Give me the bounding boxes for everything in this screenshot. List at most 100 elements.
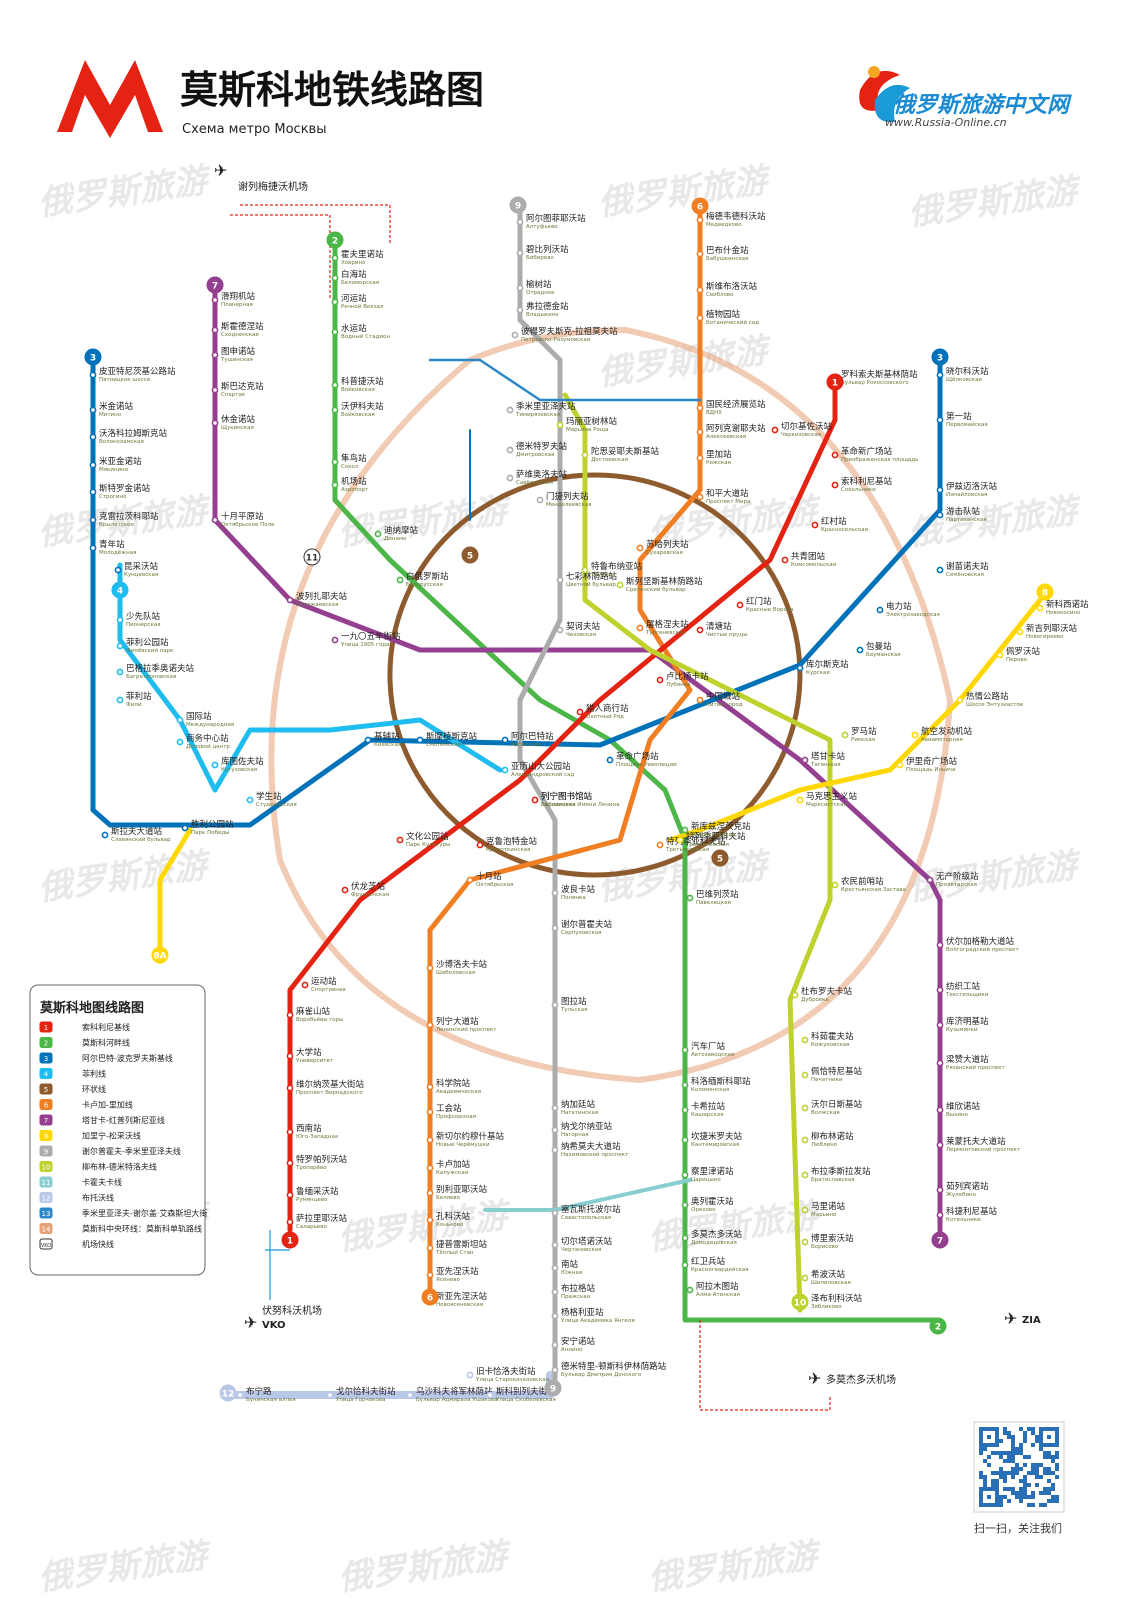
station-l4-8[interactable]: 亚历山大公园站Александровский сад — [501, 761, 575, 778]
station-l1-5[interactable]: 共青团站Комсомольская — [781, 551, 836, 568]
station-l2s-0[interactable]: 新库兹涅茨克站Новокузнецкая — [681, 821, 751, 838]
station-l9-14[interactable]: 图拉站Тульская — [551, 996, 587, 1013]
station-l9-21[interactable]: 布拉格站Пражская — [551, 1283, 596, 1300]
station-l1-7[interactable]: 清塘站Чистые пруды — [696, 621, 748, 638]
station-l6-11[interactable]: 特列季亚科夫站Третьяковская — [656, 836, 726, 853]
station-l3-6[interactable]: 青年站Молодёжная — [89, 539, 136, 556]
station-l3-14[interactable]: 库尔斯克站Курская — [796, 659, 849, 676]
station-l9-12[interactable]: 波良卡站Полянка — [551, 884, 596, 901]
station-l1-8[interactable]: 卢比扬卡站Лубянка — [656, 671, 709, 688]
station-l9-22[interactable]: 杨格利亚站Улица Академика Янгеля — [551, 1307, 635, 1324]
station-l7-6[interactable]: 波列扎耶夫站Полежаевская — [286, 591, 348, 608]
station-l2s-8[interactable]: 多莫杰多沃站Домодедовская — [681, 1229, 743, 1246]
station-l4-6[interactable]: 库图佐夫站Кутузовская — [211, 756, 264, 773]
station-l1-11[interactable]: 克鲁泡特金站Кропоткинская — [476, 836, 538, 853]
station-l6-4[interactable]: 国民经济展览站ВДНХ — [696, 399, 766, 416]
station-l8-0[interactable]: 新科西诺站Новокосино — [1036, 599, 1089, 616]
station-l8-6[interactable]: 马克思主义站Марксистская — [796, 791, 858, 808]
station-l2s-10[interactable]: 阿拉木图站Алма-Атинская — [686, 1281, 740, 1298]
station-l9-17[interactable]: 纳希莫夫大道站Нахимовский проспект — [551, 1141, 629, 1158]
station-l7s-1[interactable]: 无产阶级站Пролетарская — [926, 871, 979, 888]
station-l7-3[interactable]: 斯巴达克站Спартак — [211, 381, 264, 398]
station-l9-19[interactable]: 切尔塔诺沃站Чертановская — [551, 1236, 613, 1253]
station-l6-21[interactable]: 捷普雷斯坦站Тёплый Стан — [426, 1239, 488, 1256]
station-l8-1[interactable]: 新吉列耶沃站Новогиреево — [1016, 623, 1078, 640]
station-l6-19[interactable]: 别利亚耶沃站Беляево — [426, 1184, 488, 1201]
station-l2-2[interactable]: 河运站Речной Вокзал — [331, 293, 384, 310]
station-l1-17[interactable]: 维尔纳茨基大街站Проспект Вернадского — [286, 1079, 365, 1096]
station-l9-16[interactable]: 纳戈尔纳亚站Нагорная — [551, 1121, 613, 1138]
station-l9-13[interactable]: 谢尔普霍夫站Серпуховская — [551, 919, 613, 936]
station-l6-16[interactable]: 工会站Профсоюзная — [426, 1103, 476, 1120]
station-l1-0[interactable]: 罗科索夫斯基林荫站Бульвар Рокоссовского — [831, 369, 918, 386]
station-l10-13[interactable]: 博里索沃站Борисово — [801, 1233, 854, 1250]
station-l4-2[interactable]: 巴格拉季奥诺夫站Багратионовская — [116, 663, 195, 680]
station-l6-10[interactable]: 中国城站Китай-город — [696, 691, 743, 708]
station-l7s-7[interactable]: 莱蒙托夫大道站Лермонтовский проспект — [936, 1136, 1021, 1153]
station-l7s-8[interactable]: 茹列宾诺站Жулебино — [936, 1181, 989, 1198]
station-l1-12[interactable]: 文化公园站Парк Культуры — [396, 831, 450, 848]
station-l7s-3[interactable]: 纺织工站Текстильщики — [936, 981, 989, 998]
station-l7-4[interactable]: 休金诺站Щукинская — [211, 414, 256, 431]
station-l1-21[interactable]: 萨拉里耶沃站Саларьево — [286, 1213, 348, 1230]
station-l10-11[interactable]: 布拉季斯拉发站Братиславская — [801, 1166, 871, 1183]
station-l7s-6[interactable]: 维欣诺站Выхино — [936, 1101, 981, 1118]
station-l4-1[interactable]: 菲利公园站Филёвский парк — [116, 637, 174, 654]
station-l1-15[interactable]: 麻雀山站Воробьёвы горы — [286, 1006, 343, 1023]
station-l6-7[interactable]: 和平大道站Проспект Мира — [696, 488, 750, 505]
station-l6-0[interactable]: 梅德韦德科沃站Медведково — [696, 211, 766, 228]
station-l6-9[interactable]: 屠格涅夫站Тургеневская — [636, 619, 689, 636]
station-l7s-9[interactable]: 科捷利尼基站Котельники — [936, 1206, 998, 1223]
station-l6-3[interactable]: 植物园站Ботанический сад — [696, 309, 759, 326]
station-l3-9[interactable]: 胜利公园站Парк Победы — [181, 819, 234, 836]
station-l12-3[interactable]: 斯科别列夫街站Улица Скобелевская — [486, 1386, 556, 1403]
station-l2-5[interactable]: 沃伊科夫站Войковская — [331, 401, 384, 418]
station-l3-19[interactable]: 伊兹迈洛沃站Измайловская — [936, 481, 998, 498]
station-l6-8[interactable]: 苏哈列夫站Сухаревская — [636, 539, 689, 556]
station-l2s-4[interactable]: 卡希拉站Каширская — [681, 1101, 726, 1118]
station-l4-3[interactable]: 菲利站Фили — [116, 691, 152, 708]
station-l9-6[interactable]: 德米特罗夫站Дмитровская — [506, 441, 568, 458]
station-l9-18[interactable]: 塞瓦斯托波尔站Севастопольская — [551, 1204, 621, 1221]
station-l2s-9[interactable]: 红卫兵站Красногвардейская — [681, 1256, 749, 1273]
station-l6-1[interactable]: 巴布什金站Бабушкинская — [696, 245, 749, 262]
station-l3-18[interactable]: 游击队站Партизанская — [936, 506, 987, 523]
station-l6-20[interactable]: 孔科沃站Коньково — [426, 1211, 471, 1228]
station-l9-7[interactable]: 萨维奥洛夫站Савёловская — [506, 469, 568, 486]
station-l6-12[interactable]: 十月站Октябрьская — [466, 871, 513, 888]
station-l3-15[interactable]: 包曼站Бауманская — [856, 641, 901, 658]
station-l3-17[interactable]: 谢苗诺夫站Семёновская — [936, 561, 989, 578]
station-l6-13[interactable]: 沙博洛夫卡站Шаболовская — [426, 959, 488, 976]
station-l1-3[interactable]: 索科利尼基站Сокольники — [831, 476, 893, 493]
station-l2s-2[interactable]: 汽车厂站Автозаводская — [681, 1041, 734, 1058]
station-l12-0[interactable]: 布宁路Бунинская аллея — [236, 1386, 296, 1403]
station-l3-3[interactable]: 米亚金诺站Мякинино — [89, 456, 142, 473]
station-l4-7[interactable]: 学生站Студенческая — [246, 791, 297, 808]
station-l9-5[interactable]: 季米里亚泽夫站Тимирязевская — [506, 401, 576, 418]
station-l1-1[interactable]: 切尔基佐沃站Черкизовская — [771, 421, 833, 438]
station-l2-7[interactable]: 机场站Аэропорт — [331, 476, 369, 493]
station-l9-1[interactable]: 碧比列沃站Бибирево — [516, 244, 569, 261]
station-l10-2[interactable]: 特鲁布纳亚站Трубная — [581, 561, 643, 578]
station-l7-5[interactable]: 十月平原站Октябрьское Поле — [211, 511, 275, 528]
station-l2-8[interactable]: 迪纳摩站Динамо — [374, 525, 419, 542]
station-l3-2[interactable]: 沃洛科拉姆斯克站Волоколамская — [89, 428, 168, 445]
station-l9-3[interactable]: 弗拉德金站Владыкино — [516, 301, 569, 318]
station-l9-20[interactable]: 南站Южная — [551, 1259, 582, 1276]
station-l1-20[interactable]: 鲁缅采沃站Румянцево — [286, 1186, 339, 1203]
station-l9-23[interactable]: 安宁诺站Аннино — [551, 1336, 596, 1353]
station-l10-8[interactable]: 佩恰特尼基站Печатники — [801, 1066, 863, 1083]
station-l9-9[interactable]: 七彩林荫路站Цветной бульвар — [556, 571, 618, 588]
station-l10-3[interactable]: 斯列坚斯基林荫路站Сретенский бульвар — [616, 576, 703, 593]
station-l12-4[interactable]: 旧卡恰洛夫街站Улица Старокачаловская — [466, 1366, 549, 1383]
station-l1-18[interactable]: 西南站Юго-Западная — [286, 1123, 338, 1140]
station-l10-4[interactable]: 罗马站Римская — [841, 726, 877, 743]
station-l7-7[interactable]: 一九〇五年街站Улица 1905 года — [331, 631, 401, 648]
station-l6-5[interactable]: 阿列克谢耶夫站Алексеевская — [696, 423, 766, 440]
station-l2s-5[interactable]: 坎捷米罗夫站Кантемировская — [681, 1131, 743, 1148]
station-l6-14[interactable]: 列宁大道站Ленинский проспект — [426, 1016, 497, 1033]
station-l3-20[interactable]: 第一站Первомайская — [936, 411, 988, 428]
station-l3-4[interactable]: 斯特罗金诺站Строгино — [89, 483, 151, 500]
station-l1-10[interactable]: 列宁图书馆站Библиотека Имени Ленина — [531, 791, 619, 808]
station-l10-1[interactable]: 陀思妥耶夫斯基站Достоевская — [581, 446, 660, 463]
